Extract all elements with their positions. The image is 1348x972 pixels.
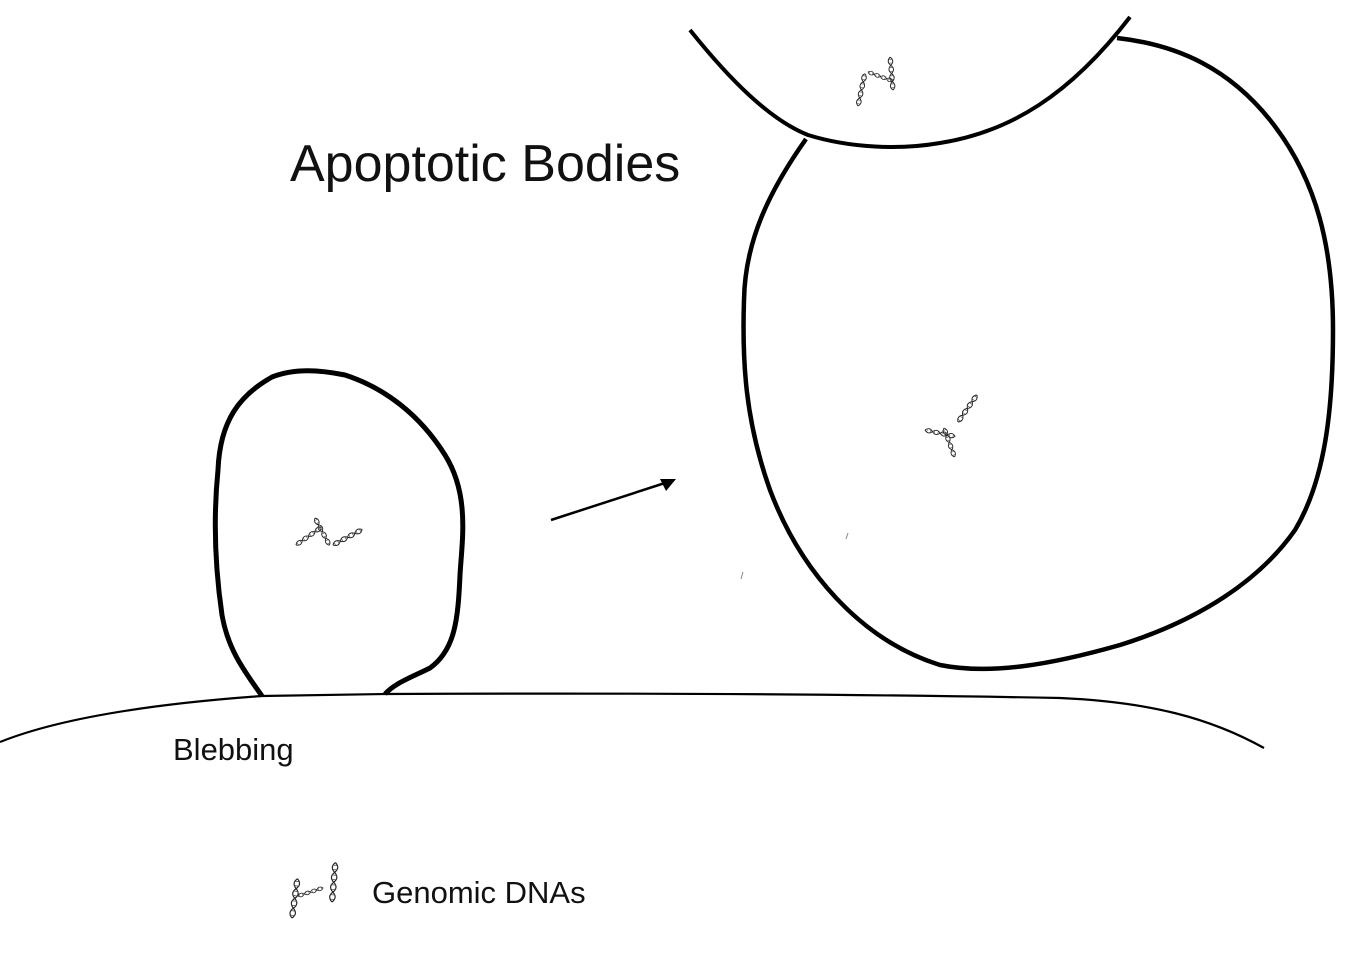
bleb-outline — [212, 368, 466, 698]
large-body-dna-icon — [924, 393, 980, 459]
blebbing-label: Blebbing — [173, 732, 294, 767]
arrow-right-icon — [550, 479, 676, 522]
diagram-title: Apoptotic Bodies — [290, 135, 681, 193]
bleb-dna-icon — [294, 516, 364, 548]
cell-membrane — [0, 692, 1265, 749]
apoptotic-body-small — [688, 15, 1132, 149]
legend-label: Genomic DNAs — [372, 875, 586, 910]
small-body-dna-icon — [855, 56, 896, 107]
apoptotic-body-large — [741, 35, 1336, 672]
legend-dna-icon — [288, 861, 339, 919]
